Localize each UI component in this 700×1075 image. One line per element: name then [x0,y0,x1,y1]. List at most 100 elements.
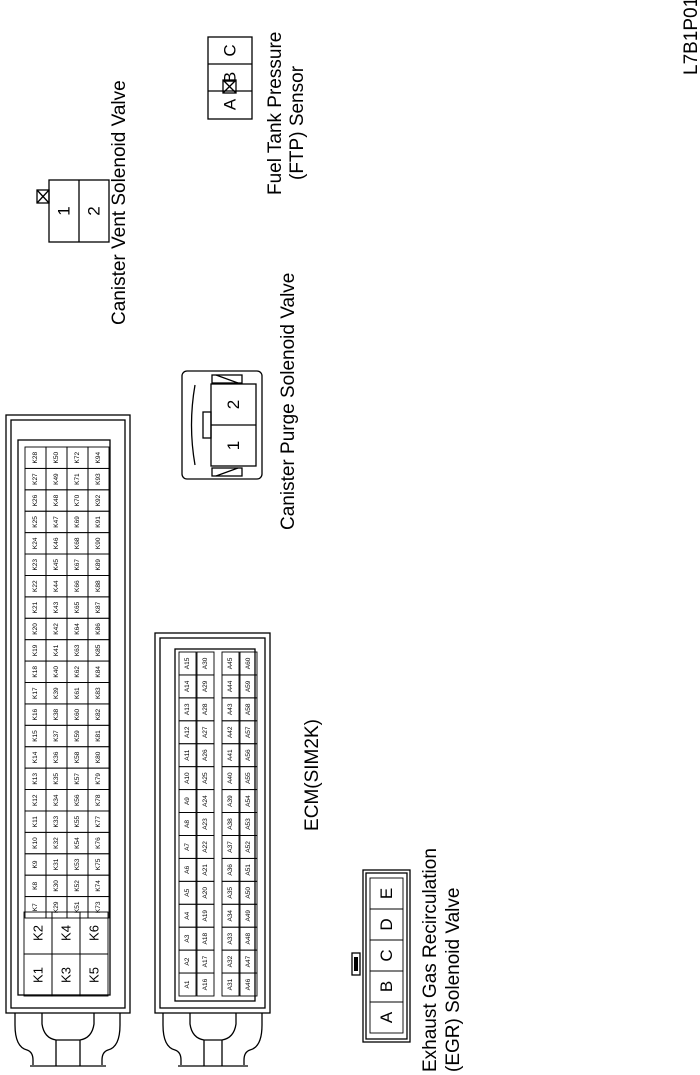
k-pin-K52: K52 [66,874,89,898]
k-pin-K20: K20 [24,617,47,641]
k-pin-K58-label: K58 [74,751,81,763]
k-pin-K86: K86 [87,617,110,641]
k-pin-K63: K63 [66,639,89,662]
vent-pin-2: 2 [85,206,104,215]
k-pin-K63-label: K63 [74,644,81,656]
k-pin-K11: K11 [24,810,47,833]
k-pin-K80: K80 [87,746,110,769]
a-pin-A11: A11 [178,743,197,768]
k-pin-K76-label: K76 [95,837,102,849]
k-pin-K68: K68 [66,532,89,555]
a-pin-A13: A13 [178,697,197,722]
a-pin-A9-label: A9 [184,797,191,805]
a-pin-A23-label: A23 [202,818,209,830]
k-pin-K83-label: K83 [95,687,102,699]
vent-pin-1: 1 [55,206,74,215]
k-pin-K66-label: K66 [74,580,81,592]
k-pin-K67-label: K67 [74,559,81,571]
k-pin-K58: K58 [66,746,89,769]
k-pin-K22: K22 [24,575,47,598]
a-pin-A3-label: A3 [184,934,191,942]
k-pin-K48-label: K48 [53,494,60,506]
k-pin-K17-label: K17 [32,687,39,699]
k-pin-K47: K47 [45,510,68,534]
k-pin-K25-label: K25 [32,516,39,528]
k-pin-K21-label: K21 [32,601,39,613]
a-pin-A25: A25 [196,766,215,791]
k-pin-K23-label: K23 [32,559,39,571]
k-pin-K34-label: K34 [53,794,60,806]
k-pin-K91-label: K91 [95,516,102,528]
k-pin-K44: K44 [45,575,68,598]
k-pin-K23: K23 [24,553,47,576]
purge-label: Canister Purge Solenoid Valve [278,273,299,530]
a-pin-A49-label: A49 [245,910,252,922]
a-pin-A25-label: A25 [202,772,209,784]
egr-pin-B-label: B [377,981,396,992]
a-pin-A29: A29 [196,674,215,699]
a-pin-A43: A43 [221,697,240,722]
k-pin-K81: K81 [87,724,110,748]
k-pin-K5-label: K5 [87,967,102,983]
k-pin-K80-label: K80 [95,751,102,763]
a-pin-A54-label: A54 [245,795,252,807]
k-pin-K90-label: K90 [95,537,102,549]
a-pin-A43-label: A43 [227,703,234,715]
k-pin-K53-label: K53 [74,858,81,870]
egr-pin-D-label: D [377,918,396,930]
a-pin-A12-label: A12 [184,726,191,738]
k-pin-K1-label: K1 [31,967,46,983]
egr-label-line2: (EGR) Solenoid Valve [443,888,464,1072]
k-pin-K7: K7 [24,896,47,919]
a-pin-A14: A14 [178,674,197,699]
k-pin-K42-label: K42 [53,623,60,635]
k-pin-K74-label: K74 [95,880,102,892]
k-pin-K94: K94 [87,446,110,469]
k-pin-K7-label: K7 [32,903,39,911]
a-pin-A20-label: A20 [202,887,209,899]
a-pin-A31-label: A31 [227,978,234,990]
k-pin-K3: K3 [51,953,81,997]
k-pin-K4-label: K4 [59,925,74,941]
a-pin-A21: A21 [196,857,215,882]
a-pin-A39-label: A39 [227,795,234,807]
k-pin-K10: K10 [24,831,47,855]
purge-pins: 12 [224,400,243,450]
k-pin-K68-label: K68 [74,537,81,549]
a-pin-A4: A4 [178,903,197,928]
ecm-label: ECM(SIM2K) [302,719,323,831]
a-pin-A15: A15 [178,651,197,676]
a-pin-A22: A22 [196,835,215,859]
a-pin-A48-label: A48 [245,933,252,945]
k-pin-K43-label: K43 [53,601,60,613]
k-pin-K87-label: K87 [95,601,102,613]
k-pin-K2-label: K2 [31,925,46,941]
k-pin-K82: K82 [87,703,110,726]
a-pin-A13-label: A13 [184,703,191,715]
k-pin-K51: K51 [66,896,89,919]
a-pin-A19-label: A19 [202,910,209,922]
k-pin-K55-label: K55 [74,815,81,827]
k-pin-K17: K17 [24,682,47,705]
k-pin-K78-label: K78 [95,794,102,806]
k-pin-K75-label: K75 [95,858,102,870]
a-pin-A51-label: A51 [245,864,252,876]
k-pin-K24-label: K24 [32,537,39,549]
ftp-connector: ABC [207,36,253,120]
k-pin-K52-label: K52 [74,880,81,892]
a-pin-A33-label: A33 [227,933,234,945]
k-pin-K6: K6 [79,911,109,955]
k-pin-K92-label: K92 [95,494,102,506]
a-pin-A50-label: A50 [245,887,252,899]
k-pin-K72-label: K72 [74,452,81,464]
a-pin-A56-label: A56 [245,749,252,761]
k-pin-K34: K34 [45,789,68,812]
k-pin-K10-label: K10 [32,837,39,849]
a-pin-A40: A40 [221,766,240,791]
a-pin-A28: A28 [196,697,215,722]
a-pin-A53-label: A53 [245,818,252,830]
k-pin-K61: K61 [66,682,89,705]
